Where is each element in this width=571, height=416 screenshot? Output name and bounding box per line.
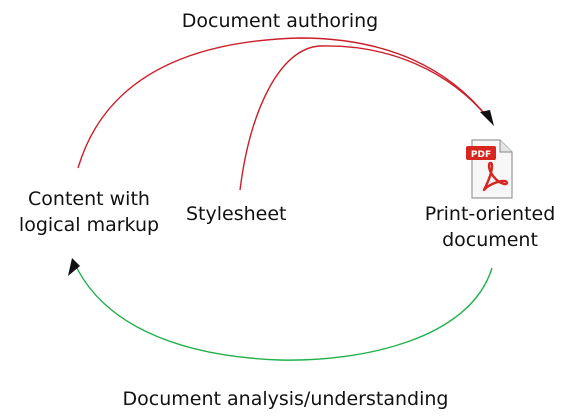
analysis-arrow — [73, 261, 493, 361]
stylesheet-arrow — [239, 45, 489, 191]
authoring-arrow — [77, 37, 489, 169]
print-document-label: Print-oriented document — [410, 201, 570, 253]
content-node-line-2: logical markup — [18, 214, 160, 236]
print-document-line-1: Print-oriented — [424, 203, 556, 225]
pdf-badge-shape — [466, 146, 496, 160]
authoring-title: Document authoring — [181, 10, 379, 32]
print-document-line-2: document — [442, 229, 538, 251]
acrobat-logo-icon — [482, 161, 509, 192]
pdf-page-fold — [499, 140, 512, 153]
pdf-badge-text: PDF — [471, 150, 491, 160]
analysis-arrowhead — [68, 258, 80, 276]
analysis-title: Document analysis/understanding — [122, 388, 449, 410]
content-node-label: Content with logical markup — [4, 186, 174, 238]
stylesheet-node-label: Stylesheet — [186, 203, 287, 225]
pdf-file-icon: PDF — [464, 138, 516, 200]
content-node-line-1: Content with — [28, 188, 150, 210]
authoring-arrowhead — [480, 110, 494, 126]
